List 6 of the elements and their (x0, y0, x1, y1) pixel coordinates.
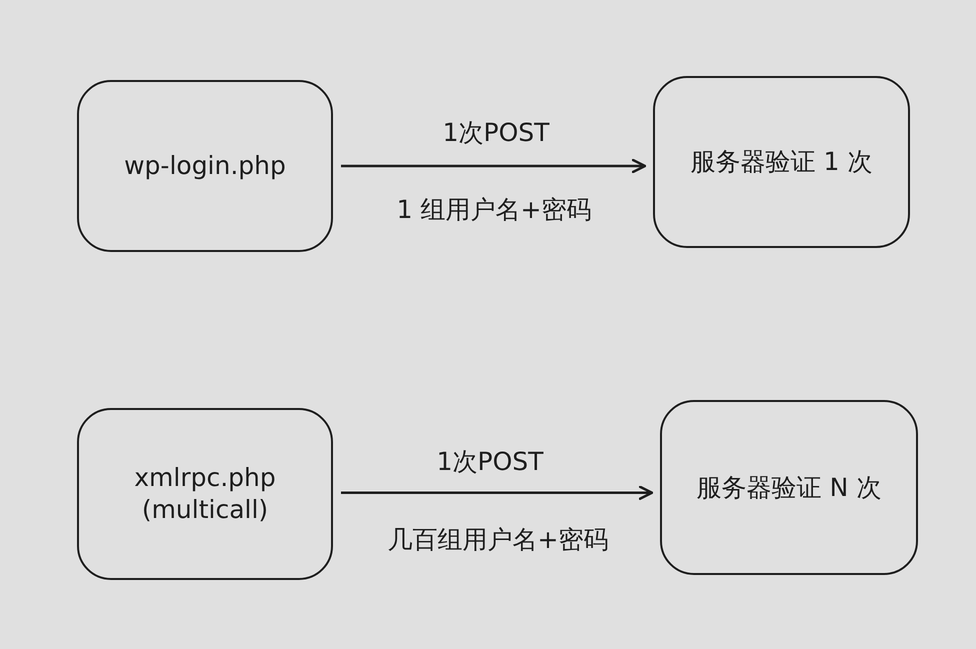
process-box: xmlrpc.php (multicall) (77, 408, 333, 580)
process-box: 服务器验证 N 次 (660, 400, 918, 575)
arrow (341, 158, 646, 174)
process-box: 服务器验证 1 次 (653, 76, 910, 248)
process-box: wp-login.php (77, 80, 333, 252)
arrow (341, 486, 654, 500)
